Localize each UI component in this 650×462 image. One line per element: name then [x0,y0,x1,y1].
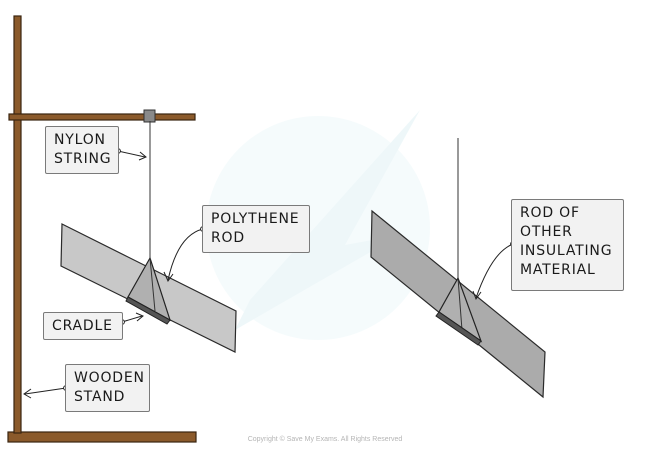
label-polythene-rod-line-1: POLYTHENE [211,211,300,227]
leader-polythene-rod [167,228,204,281]
copyright-notice: Copyright © Save My Exams. All Rights Re… [247,436,403,443]
label-wooden-stand-line-1: WOODEN [74,370,145,386]
label-nylon-string-line-2: STRING [54,151,112,167]
label-insulating-rod-line-3: INSULATING [520,243,613,259]
label-cradle-line-1: CRADLE [52,318,113,334]
stand-arm [8,113,196,121]
leader-cradle [121,315,143,323]
watermark-logo [206,110,430,340]
label-wooden-stand-line-2: STAND [74,389,126,405]
leader-insulating-rod [475,243,514,299]
label-insulating-rod: ROD OF OTHER INSULATING MATERIAL [511,199,624,291]
label-polythene-rod: POLYTHENE ROD [202,205,310,253]
label-insulating-rod-line-1: ROD OF [520,205,580,221]
label-nylon-string: NYLON STRING [45,126,119,174]
label-cradle: CRADLE [43,312,123,340]
label-insulating-rod-line-2: OTHER [520,224,573,240]
label-wooden-stand: WOODEN STAND [65,364,150,412]
string-clamp [143,109,156,123]
stand-base [7,431,197,443]
leader-wooden-stand [24,387,67,395]
leader-nylon-string [117,150,146,158]
label-nylon-string-line-1: NYLON [54,132,106,148]
stand-pole [13,15,22,434]
label-insulating-rod-line-4: MATERIAL [520,262,596,278]
cradle-left [125,256,172,325]
cradle-right [435,276,483,346]
label-polythene-rod-line-2: ROD [211,230,245,246]
